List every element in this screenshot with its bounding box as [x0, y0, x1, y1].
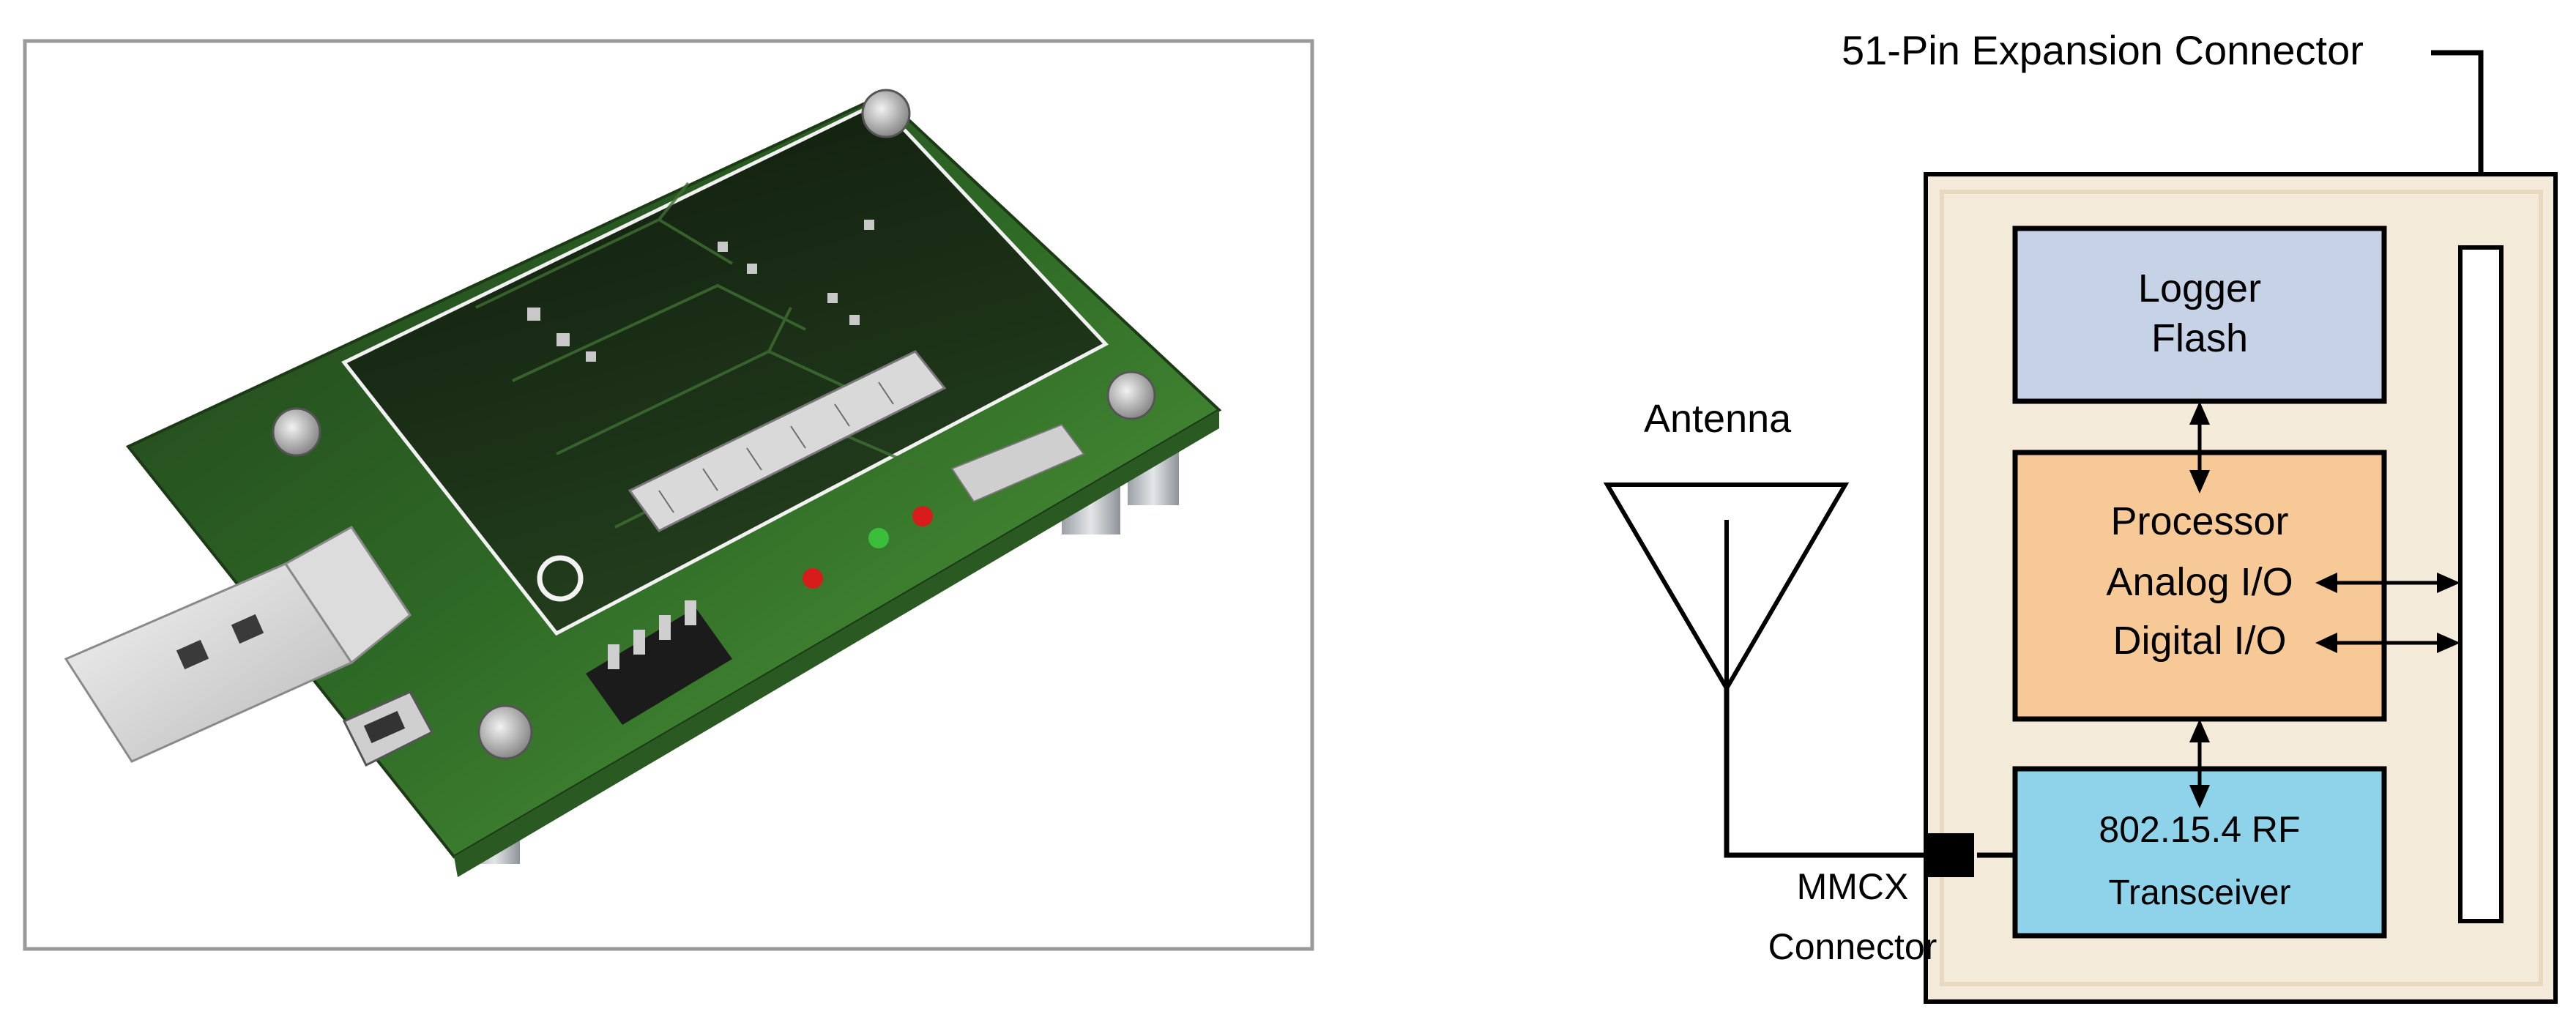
antenna-feed-line	[1724, 688, 1939, 858]
usb-plug	[64, 526, 412, 763]
pcb-module-outline	[341, 100, 1109, 636]
status-leds	[803, 506, 933, 589]
logger-flash-label-1: Logger	[2138, 267, 2261, 310]
analog-io-arrow	[2315, 573, 2460, 593]
rf-label-1: 802.15.4 RF	[2099, 809, 2300, 850]
rf-label-2: Transceiver	[2109, 873, 2291, 912]
board-photo	[23, 39, 1314, 951]
expansion-connector-label: 51-Pin Expansion Connector	[1842, 27, 2364, 73]
expansion-connector-photo	[628, 350, 947, 532]
logger-flash-block	[2012, 226, 2387, 404]
mini-usb-port	[342, 690, 434, 767]
mounting-ring	[537, 555, 584, 602]
expansion-arrow-line	[2431, 50, 2484, 220]
analog-io-label: Analog I/O	[2106, 560, 2293, 604]
digital-io-label: Digital I/O	[2112, 619, 2286, 663]
logger-processor-arrow	[2189, 401, 2210, 493]
mmcx-label-2: Connector	[1768, 926, 1937, 967]
mmcx-connector	[1927, 833, 1974, 877]
connector-pins	[658, 381, 894, 513]
block-diagram: 51-Pin Expansion Connector Logger Flash …	[1603, 27, 2558, 1004]
module-board-inner	[1940, 190, 2543, 986]
processor-rf-arrow	[2189, 719, 2210, 808]
small-header	[950, 423, 1085, 503]
digital-io-arrow	[2315, 633, 2460, 653]
pcb-board-edge	[454, 410, 1219, 877]
logger-flash-label-2: Flash	[2151, 316, 2248, 360]
expansion-connector-bar	[2458, 245, 2504, 923]
mmcx-label-1: MMCX	[1797, 866, 1909, 907]
pcb-components	[527, 220, 874, 362]
processor-label: Processor	[2110, 499, 2288, 543]
antenna-label: Antenna	[1644, 397, 1792, 441]
mounting-screws	[272, 89, 1156, 760]
pin-header	[586, 600, 732, 725]
